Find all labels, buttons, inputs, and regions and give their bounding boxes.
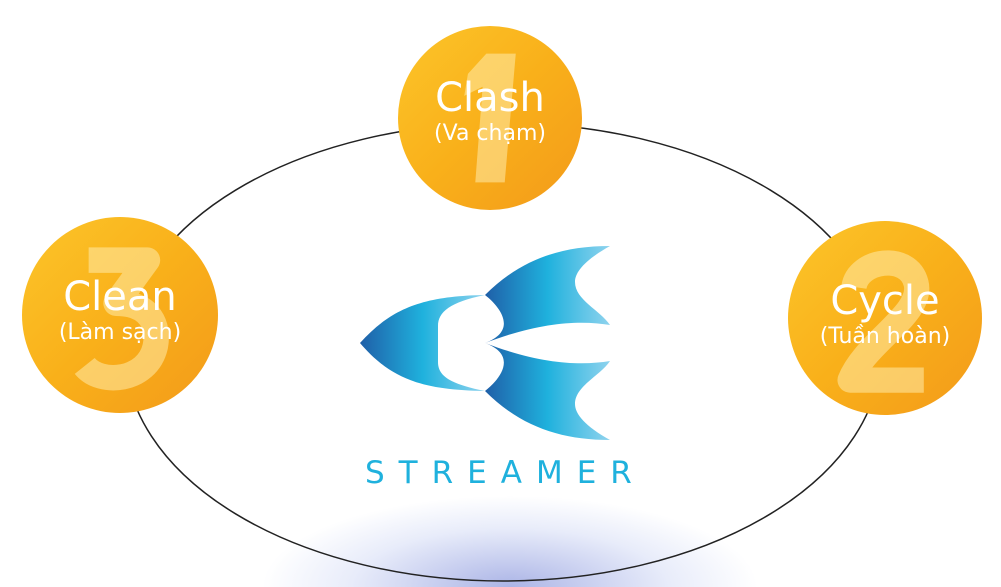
step-title: Clash xyxy=(435,75,545,121)
number-one-watermark-icon xyxy=(464,53,516,183)
step-subtitle: (Làm sạch) xyxy=(58,320,182,345)
step-subtitle: (Va chạm) xyxy=(434,121,546,146)
step-clash-circle: Clash (Va chạm) xyxy=(398,26,582,210)
step-subtitle: (Tuần hoàn) xyxy=(819,324,951,349)
number-two-watermark-icon xyxy=(837,250,930,393)
number-three-watermark-icon xyxy=(74,247,169,391)
blue-glow xyxy=(260,495,760,587)
step-title: Clean xyxy=(63,274,177,320)
streamer-logo-text: STREAMER xyxy=(365,455,646,491)
step-clean-circle: Clean (Làm sạch) xyxy=(22,217,218,413)
step-title: Cycle xyxy=(830,278,940,324)
step-cycle-circle: Cycle (Tuần hoàn) xyxy=(788,221,982,415)
